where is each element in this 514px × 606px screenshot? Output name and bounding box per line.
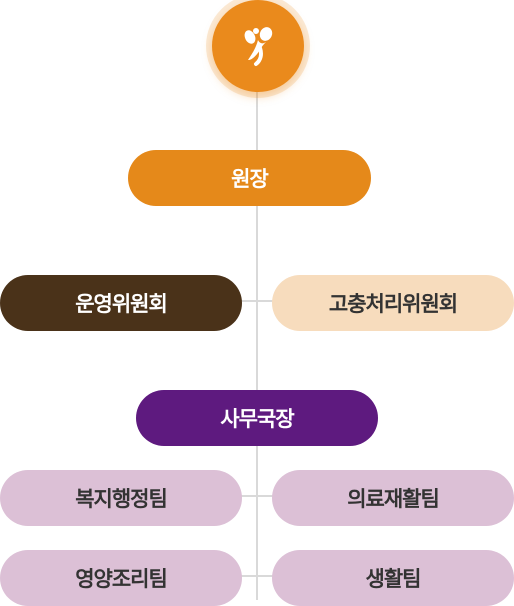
welfare-admin-team-box: 복지행정팀 [0,470,242,526]
connector-committees [240,300,276,302]
nutrition-cooking-team-label: 영양조리팀 [75,567,168,591]
operations-committee-label: 운영위원회 [75,292,168,316]
nutrition-cooking-team-box: 영양조리팀 [0,550,242,606]
connector-trunk [256,88,258,600]
director-box: 원장 [128,150,371,206]
daily-living-team-box: 생활팀 [272,550,514,606]
director-label: 원장 [231,167,269,191]
flower-figure-icon [244,27,273,66]
secretary-general-box: 사무국장 [136,390,378,446]
welfare-admin-team-label: 복지행정팀 [75,487,168,511]
grievance-committee-label: 고충처리위원회 [328,292,458,316]
grievance-committee-box: 고충처리위원회 [272,275,514,331]
medical-rehab-team-box: 의료재활팀 [272,470,514,526]
daily-living-team-label: 생활팀 [365,567,422,591]
secretary-general-label: 사무국장 [220,407,294,431]
connector-teams-row2 [240,575,276,577]
connector-teams-row1 [240,495,276,497]
organization-logo [212,0,304,92]
operations-committee-box: 운영위원회 [0,275,242,331]
medical-rehab-team-label: 의료재활팀 [347,487,440,511]
